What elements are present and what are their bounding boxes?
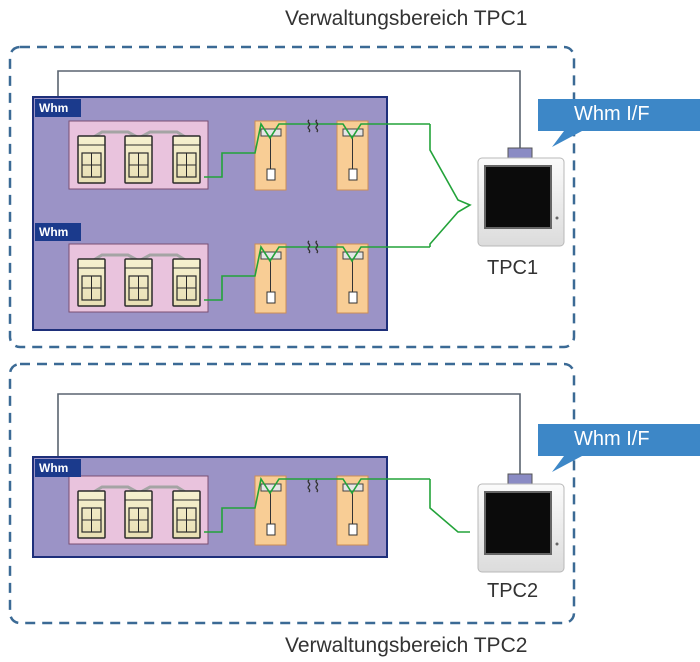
interface-label-tpc2: Whm I/F <box>574 428 650 450</box>
system-row-1 <box>68 120 369 191</box>
tpc1-controller[interactable] <box>477 147 565 247</box>
tpc1-connection <box>429 124 472 247</box>
tpc2-controller[interactable] <box>477 473 565 573</box>
indoor-separator-3: ⌇⌇ <box>305 479 321 496</box>
indoor-unit-remote <box>266 523 276 536</box>
tpc2-led <box>555 542 559 546</box>
area-title-tpc2: Verwaltungsbereich TPC2 <box>285 634 528 657</box>
tpc1-port <box>507 147 533 159</box>
indoor-separator-2: ⌇⌇ <box>305 240 321 257</box>
management-area-tpc2 <box>8 362 576 625</box>
area-title-tpc1: Verwaltungsbereich TPC1 <box>285 7 528 30</box>
tpc2-label: TPC2 <box>487 580 539 602</box>
callout-tpc1 <box>538 99 700 147</box>
indoor-unit-remote <box>348 523 358 536</box>
indoor-separator-1: ⌇⌇ <box>305 119 321 136</box>
tpc2-screen <box>484 491 552 555</box>
system-row-3 <box>68 475 369 546</box>
indoor-unit-remote <box>348 291 358 304</box>
whm-tag-system-1: Whm <box>35 99 81 117</box>
communication-wire-2 <box>204 244 430 301</box>
indoor-unit-remote <box>266 291 276 304</box>
management-area-tpc1 <box>8 45 576 349</box>
interface-label-tpc1: Whm I/F <box>574 103 650 125</box>
communication-wire-1 <box>204 121 430 178</box>
whm-tag-system-2: Whm <box>35 223 81 241</box>
tpc2-connection <box>429 479 470 533</box>
tpc1-led <box>555 216 559 220</box>
tpc2-port <box>507 473 533 485</box>
callout-tpc2 <box>538 424 700 472</box>
link-line-tpc1 <box>57 70 521 148</box>
tpc1-screen <box>484 165 552 229</box>
indoor-unit-remote <box>348 168 358 181</box>
system-row-2 <box>68 243 369 314</box>
indoor-unit-remote <box>266 168 276 181</box>
link-line-tpc2 <box>57 393 521 474</box>
communication-wire-3 <box>204 476 430 533</box>
whm-tag-system-3: Whm <box>35 459 81 477</box>
tpc1-label: TPC1 <box>487 257 539 279</box>
